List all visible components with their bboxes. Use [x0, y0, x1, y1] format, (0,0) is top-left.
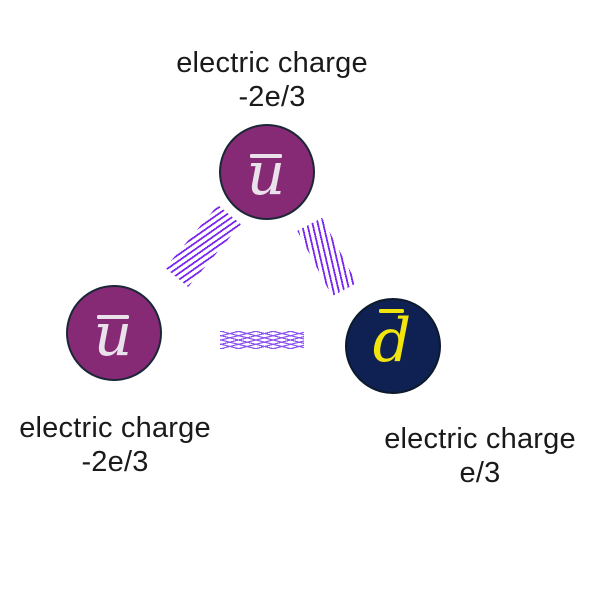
charge-label-top: electric charge -2e/3: [137, 46, 407, 114]
bond-hatch-top-right: [297, 217, 357, 297]
quark-symbol-top: u: [246, 139, 286, 209]
charge-label-top-line1: electric charge: [176, 47, 368, 79]
overbar-icon: [97, 315, 129, 319]
bond-hatch-top-left: [165, 204, 241, 288]
charge-label-bottom-left-line2: -2e/3: [81, 446, 149, 478]
quark-symbol-right: d: [372, 306, 412, 376]
charge-label-top-line2: -2e/3: [238, 81, 306, 113]
charge-label-bottom-right-line2: e/3: [459, 457, 501, 489]
charge-label-bottom-right-line1: electric charge: [384, 423, 576, 455]
charge-label-bottom-left-line1: electric charge: [19, 412, 211, 444]
overbar-icon: [379, 309, 404, 313]
charge-label-bottom-left: electric charge -2e/3: [0, 411, 250, 479]
charge-label-bottom-right: electric charge e/3: [345, 422, 600, 490]
antiup-quark-left: u: [66, 285, 162, 381]
quark-symbol-left: u: [93, 300, 133, 370]
bond-hatch-bottom: [220, 331, 304, 349]
antiup-quark-top: u: [219, 124, 315, 220]
antidown-quark-right: d: [345, 298, 441, 394]
overbar-icon: [250, 154, 282, 158]
